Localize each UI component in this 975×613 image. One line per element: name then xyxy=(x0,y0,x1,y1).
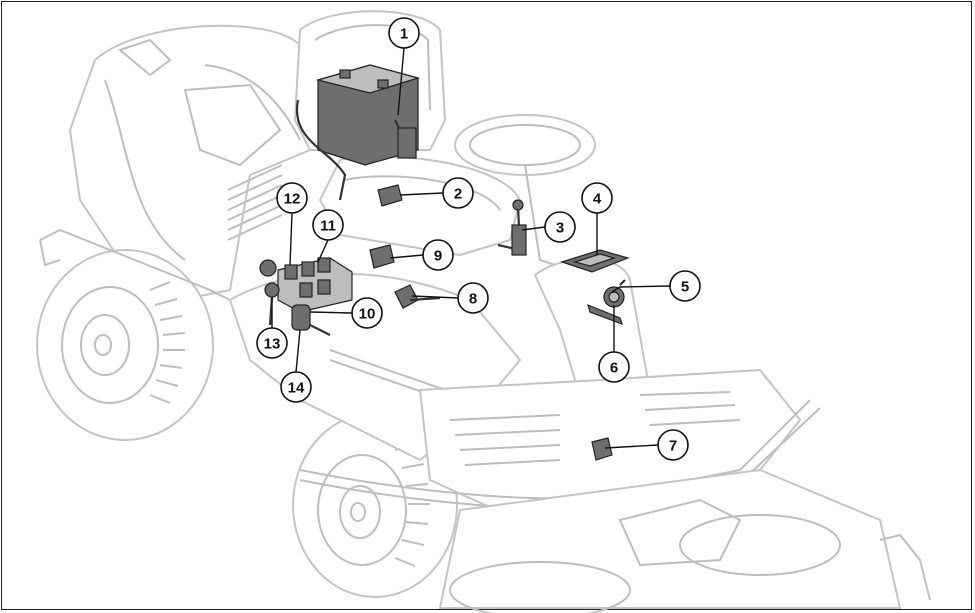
sensor-8 xyxy=(394,284,441,309)
callout-14-label: 14 xyxy=(288,380,305,397)
callout-8-label: 8 xyxy=(469,291,477,308)
front-left-wheel xyxy=(36,249,214,441)
relay-block xyxy=(277,257,353,313)
callout-2-label: 2 xyxy=(454,186,462,203)
callouts: 1 2 3 4 5 6 7 8 xyxy=(256,17,701,461)
callout-9-label: 9 xyxy=(434,248,442,265)
hood-grille xyxy=(227,164,283,241)
callout-6-label: 6 xyxy=(610,360,618,377)
solenoid-14 xyxy=(291,304,331,336)
switch-9 xyxy=(369,244,395,269)
seat-switch xyxy=(377,184,403,207)
callout-12-label: 12 xyxy=(284,191,301,208)
callout-9: 9 xyxy=(422,239,454,271)
display-panel xyxy=(560,249,630,273)
callout-5-label: 5 xyxy=(681,279,689,296)
mower-outline xyxy=(36,10,931,613)
pedal-switch xyxy=(591,437,613,461)
callout-1: 1 xyxy=(388,17,420,49)
fuse-12 xyxy=(259,259,277,277)
callout-11: 11 xyxy=(312,209,344,241)
harness-3 xyxy=(497,199,527,256)
callout-7-label: 7 xyxy=(669,438,677,455)
callout-4: 4 xyxy=(581,182,613,214)
callout-11-label: 11 xyxy=(320,218,336,235)
front-wheel-tread xyxy=(149,281,186,404)
leader-lines xyxy=(271,47,671,449)
callout-13-label: 13 xyxy=(264,336,281,353)
callout-2: 2 xyxy=(442,177,474,209)
callout-14: 14 xyxy=(280,371,312,403)
footplate-texture xyxy=(449,391,741,466)
key-switch xyxy=(603,279,626,308)
callout-5: 5 xyxy=(669,270,701,302)
callout-3: 3 xyxy=(544,211,576,243)
callout-12: 12 xyxy=(276,182,308,214)
callout-10-label: 10 xyxy=(359,306,376,323)
callout-6: 6 xyxy=(598,351,630,383)
callout-8: 8 xyxy=(457,282,489,314)
callout-1-label: 1 xyxy=(400,26,408,43)
battery xyxy=(295,64,421,201)
callout-4-label: 4 xyxy=(593,191,602,208)
callout-10: 10 xyxy=(351,297,383,329)
callout-13: 13 xyxy=(256,327,288,359)
callout-3-label: 3 xyxy=(556,220,564,237)
callout-7: 7 xyxy=(657,429,689,461)
components xyxy=(259,64,630,461)
